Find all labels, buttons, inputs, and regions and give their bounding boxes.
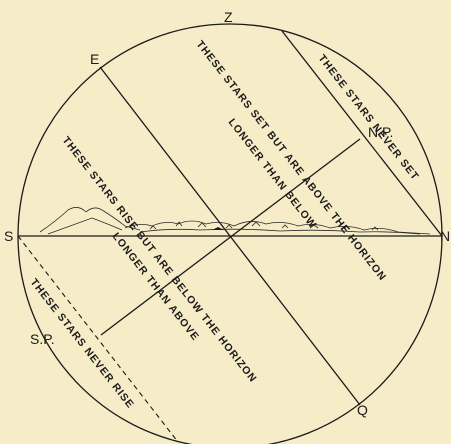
south-label: S: [4, 228, 13, 244]
zenith-label: Z: [224, 9, 233, 25]
set-above-band-label-1: THESE STARS SET BUT ARE ABOVE THE HORIZO…: [194, 38, 389, 283]
circumpolar-limit-line: [282, 31, 442, 236]
south-pole-label: S.P.: [30, 331, 55, 347]
east-label: E: [90, 51, 99, 67]
q-label: Q: [357, 402, 368, 418]
center-observer-mark: [212, 227, 224, 230]
landscape-silhouette: [40, 207, 430, 234]
north-label: N: [440, 228, 450, 244]
